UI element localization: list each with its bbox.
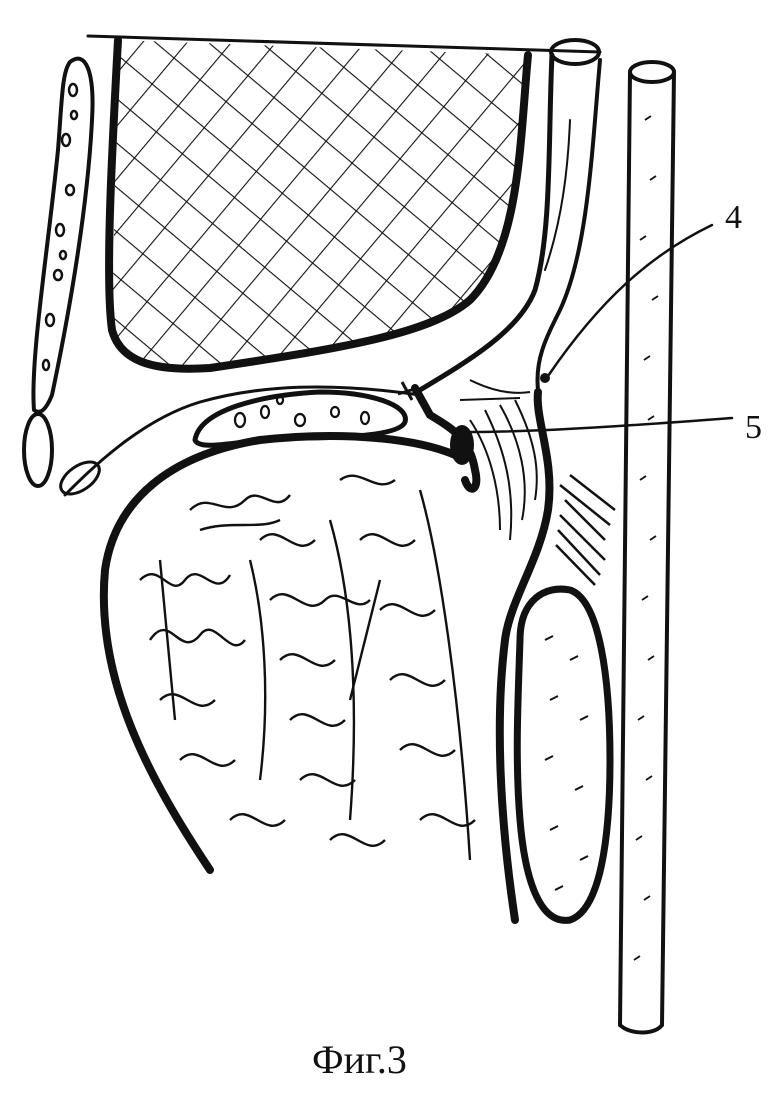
urethra-tube (417, 38, 602, 393)
fibrous-tissue (459, 379, 538, 541)
leader-line-5 (466, 416, 734, 434)
figure-caption: Фиг.3 (312, 1037, 407, 1082)
left-tube (22, 56, 95, 488)
mesh-organ (105, 36, 532, 373)
posterior-wall-outline (495, 388, 554, 924)
vaginal-wall-outline (411, 384, 481, 493)
right-lower-oval (513, 585, 614, 924)
thread-end (59, 460, 101, 496)
leader-line-4 (546, 223, 714, 378)
hatched-area (555, 474, 616, 586)
vertical-cylinder (618, 60, 676, 1035)
large-textured-mass (99, 431, 476, 874)
label-4: 4 (725, 199, 742, 236)
label-5: 5 (745, 409, 762, 446)
top-boundary-line (86, 34, 602, 54)
suture-point (397, 381, 474, 465)
